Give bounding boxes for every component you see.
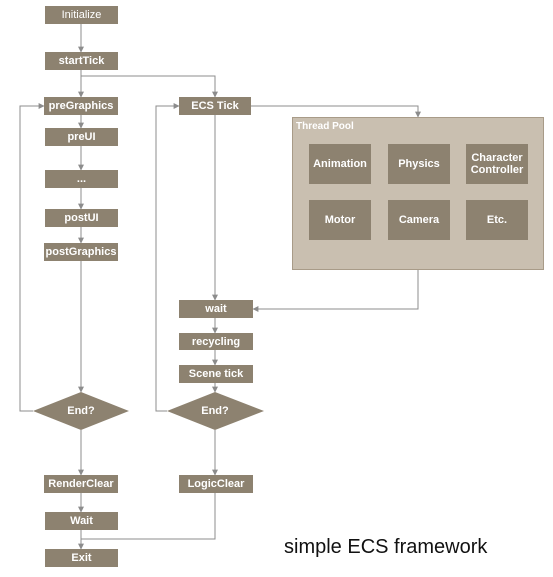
initialize-node: Initialize	[45, 6, 118, 24]
postgraphics-node: postGraphics	[44, 243, 118, 261]
pregraphics-node: preGraphics	[44, 97, 118, 115]
thread-pool-title: Thread Pool	[296, 121, 354, 132]
etc-node: Etc.	[466, 200, 528, 240]
edge-end-loop-pregraphics	[19, 103, 45, 412]
wait-render-node: Wait	[45, 512, 118, 530]
decision-render-end	[33, 392, 129, 430]
preui-node: preUI	[45, 128, 118, 146]
renderclear-node: RenderClear	[44, 475, 118, 493]
render-end-label: End?	[67, 405, 95, 417]
decision-logic-end	[167, 392, 264, 430]
edge-starttick-ecstick	[81, 75, 218, 98]
ellipsis-node: ...	[45, 170, 118, 188]
edge-end-loop-ecstick	[155, 103, 180, 412]
starttick-node: startTick	[45, 52, 118, 70]
motor-node: Motor	[309, 200, 371, 240]
recycling-node: recycling	[179, 333, 253, 350]
character-controller-node: Character Controller	[466, 144, 528, 184]
postui-node: postUI	[45, 209, 118, 227]
thread-pool-container: Thread Pool	[292, 117, 544, 270]
wait-logic-node: wait	[179, 300, 253, 318]
physics-node: Physics	[388, 144, 450, 184]
diagram-caption: simple ECS framework	[284, 536, 488, 558]
camera-node: Camera	[388, 200, 450, 240]
edge-logicclear-exit	[81, 493, 216, 540]
exit-node: Exit	[45, 549, 118, 567]
logic-end-label: End?	[201, 405, 229, 417]
animation-node: Animation	[309, 144, 371, 184]
edge-threadpool-wait	[252, 270, 419, 312]
edge-ecstick-threadpool	[251, 105, 421, 118]
ecstick-node: ECS Tick	[179, 97, 251, 115]
scenetick-node: Scene tick	[179, 365, 253, 383]
logicclear-node: LogicClear	[179, 475, 253, 493]
